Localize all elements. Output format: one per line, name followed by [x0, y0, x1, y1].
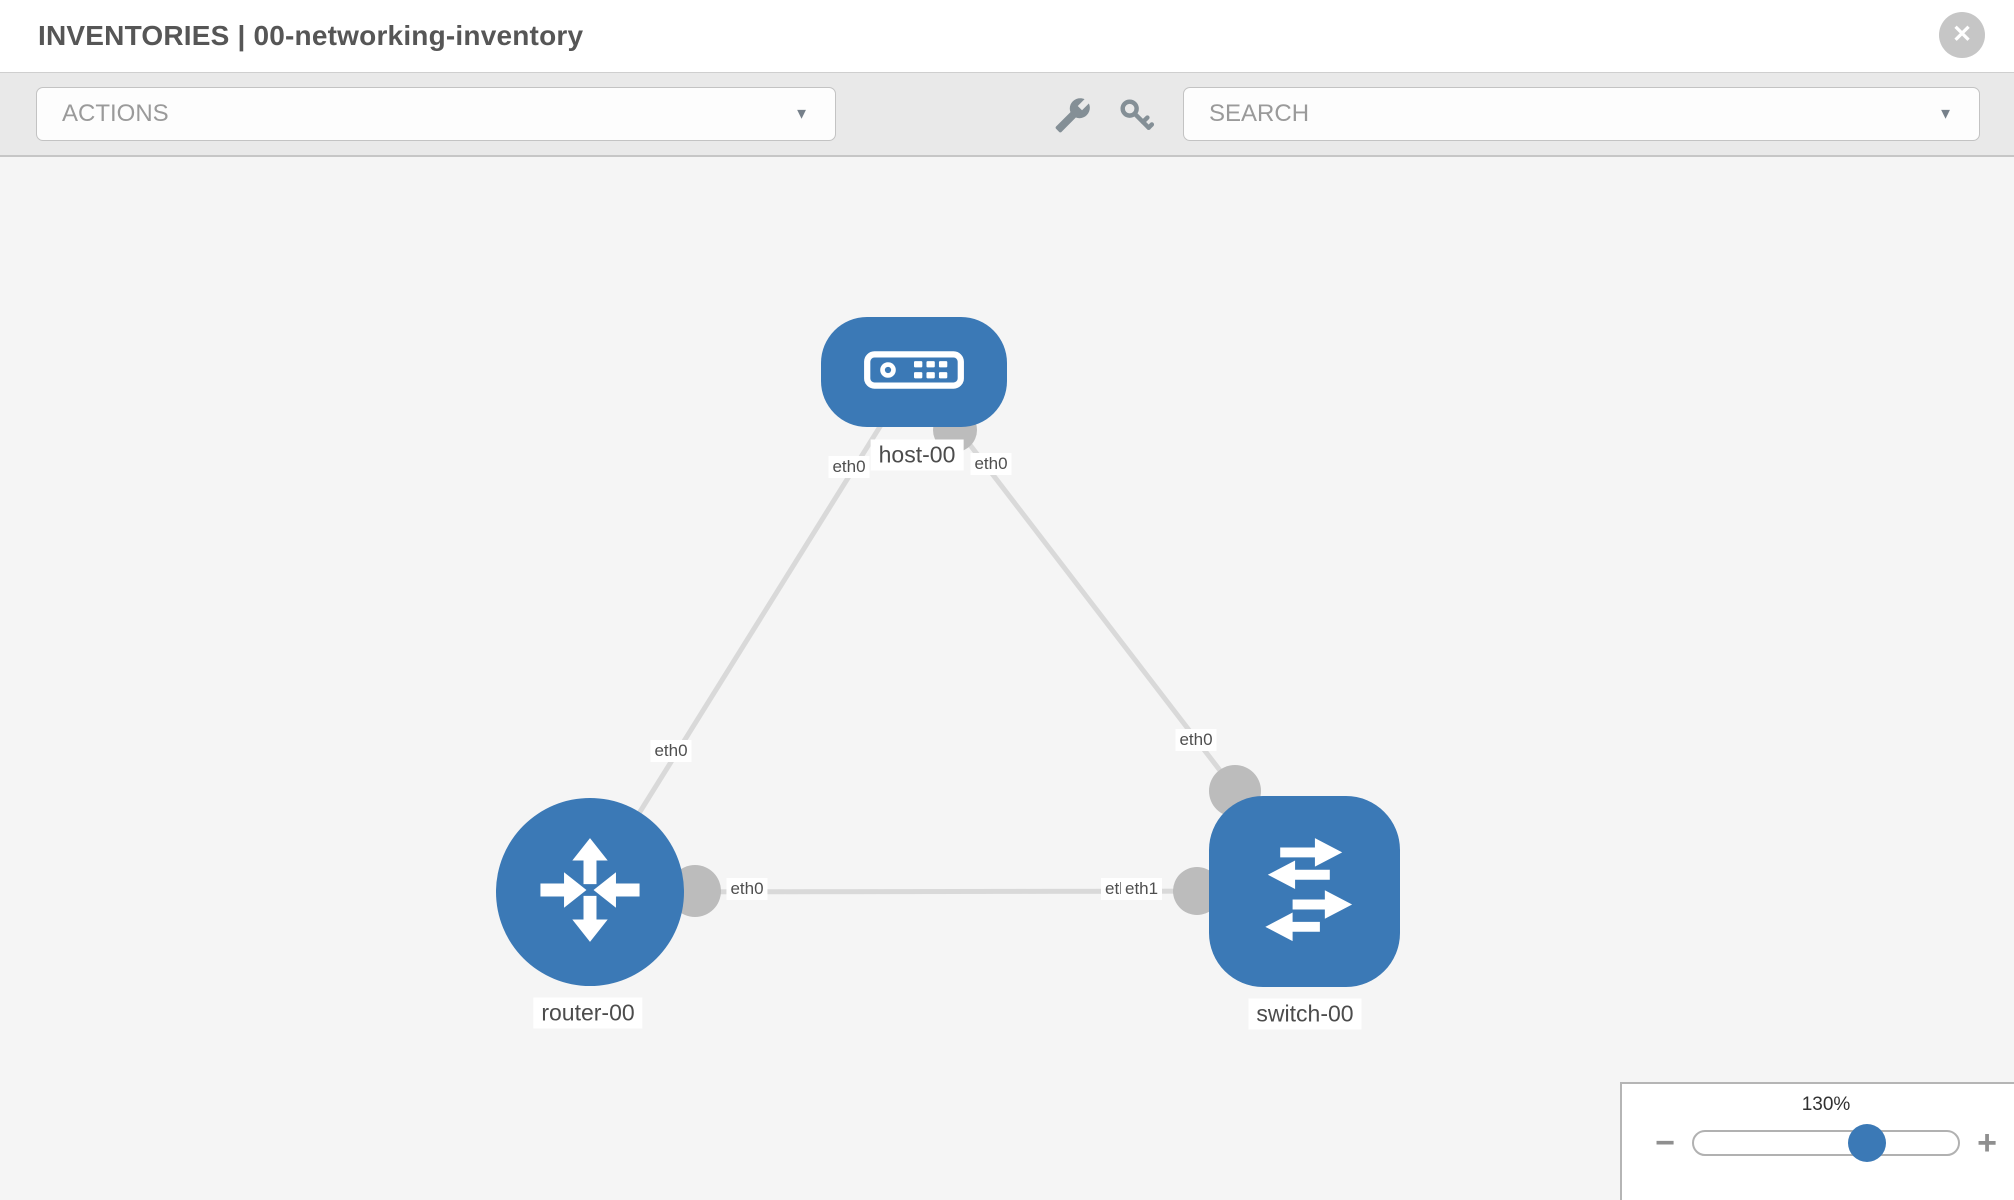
zoom-in-button[interactable]: + — [1977, 1124, 1997, 1162]
host-device-icon — [862, 349, 966, 396]
toolbar: ACTIONS ▼ SEARCH ▼ — [0, 72, 2014, 157]
topology-canvas[interactable] — [0, 157, 2014, 1200]
zoom-out-button[interactable]: − — [1655, 1124, 1675, 1162]
search-dropdown-label: SEARCH — [1209, 100, 1310, 127]
header-bar: INVENTORIES | 00-networking-inventory ✕ — [0, 0, 2014, 72]
chevron-down-icon: ▼ — [794, 105, 809, 123]
zoom-slider-track[interactable] — [1692, 1124, 1960, 1162]
actions-dropdown-label: ACTIONS — [62, 100, 169, 127]
interface-label: eth0 — [1175, 729, 1217, 751]
switch-icon — [1243, 827, 1367, 956]
router-icon — [531, 831, 649, 954]
key-icon — [1117, 96, 1155, 139]
chevron-down-icon: ▼ — [1938, 105, 1953, 123]
page-title: INVENTORIES | 00-networking-inventory — [38, 20, 584, 51]
node-switch-00[interactable] — [1209, 796, 1400, 987]
interface-label: eth0 — [970, 453, 1012, 475]
node-label-router: router-00 — [533, 997, 643, 1029]
zoom-control-panel: 130% − + — [1620, 1082, 2014, 1200]
close-icon: ✕ — [1951, 21, 1973, 48]
interface-label: eth0 — [650, 740, 692, 762]
node-host-00[interactable] — [821, 317, 1007, 427]
node-label-switch: switch-00 — [1248, 998, 1362, 1030]
node-label-host: host-00 — [870, 439, 964, 471]
zoom-level-value: 130% — [1801, 1094, 1851, 1115]
zoom-slider-knob[interactable] — [1848, 1124, 1886, 1162]
tools-button[interactable] — [1050, 94, 1096, 140]
key-button[interactable] — [1113, 94, 1159, 140]
interface-label: eth0 — [726, 878, 768, 900]
node-router-00[interactable] — [496, 798, 684, 986]
interface-label: eth0 — [828, 456, 870, 478]
search-dropdown[interactable]: SEARCH ▼ — [1183, 87, 1980, 141]
wrench-icon — [1054, 96, 1092, 139]
close-button[interactable]: ✕ — [1939, 12, 1985, 58]
actions-dropdown[interactable]: ACTIONS ▼ — [36, 87, 836, 141]
interface-label: eth1 — [1121, 878, 1163, 900]
